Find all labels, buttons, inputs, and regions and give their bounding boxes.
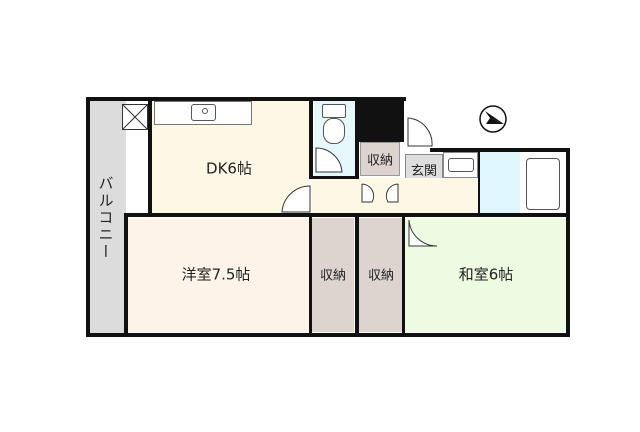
wall-storage-div-1 [309,213,312,335]
sink-icon [191,104,216,121]
balcony-label: バルコニー [96,175,115,261]
toilet-icon [322,104,346,144]
balcony [90,100,126,334]
bathtub-icon [526,158,560,210]
wall-balcony-inner [148,97,152,217]
wall-toilet-right [355,97,359,179]
wall-top-right [430,148,570,152]
wall-storage-div-3 [402,213,405,335]
wall-top-left [86,97,406,101]
entrance-label: 玄関 [410,163,437,179]
storage-middle-2-label: 収納 [367,268,395,284]
japanese-room [405,218,566,332]
storage-hall-label: 収納 [366,153,394,169]
wall-left [86,97,90,337]
wall-right [566,148,570,337]
wall-dk-right [309,97,313,179]
storage-middle-1 [312,218,354,332]
washroom [480,152,520,214]
wall-hall-toilet-bottom [309,176,359,179]
wall-mid-horizontal [126,213,570,217]
wall-western-left [124,213,128,335]
western-room-label: 洋室7.5帖 [181,265,251,284]
wall-wash-left [478,148,480,216]
pipe-shaft [358,98,404,142]
storage-middle-1-label: 収納 [319,268,347,284]
western-room [128,218,310,332]
north-arrow-icon [478,104,510,136]
outdoor-unit-icon [122,104,148,130]
wall-bottom [86,333,570,337]
wall-storage-div-2 [355,213,359,335]
storage-middle-2 [359,218,403,332]
storage-hall [360,142,400,176]
japanese-room-label: 和室6帖 [458,265,514,284]
dk-label: DK6帖 [206,159,252,178]
washbasin-icon [448,158,474,172]
